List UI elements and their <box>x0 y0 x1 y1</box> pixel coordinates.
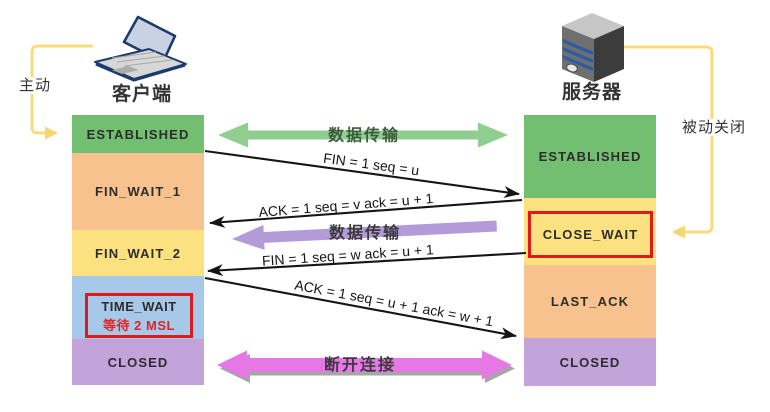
data-transfer-arrow-top: 数据传输 <box>218 122 508 148</box>
time-wait-note: 等待 2 MSL <box>103 317 175 333</box>
close-wait-highlight-frame: CLOSE_WAIT <box>528 211 653 258</box>
ack-1-label: ACK = 1 seq = v ack = u + 1 <box>258 190 434 220</box>
state-label: CLOSED <box>559 354 621 370</box>
laptop-icon <box>94 15 187 82</box>
state-box-last-ack: LAST_ACK <box>524 265 656 338</box>
state-label: ESTABLISHED <box>538 149 642 164</box>
disconnect-arrow: 断开连接 <box>217 350 515 383</box>
client-label: 客户端 <box>111 84 172 105</box>
passive-close-note: 被动关闭 <box>679 119 749 136</box>
fin-1-label: FIN = 1 seq = u <box>322 150 420 179</box>
ack-2-label: ACK = 1 seq = u + 1 ack = w + 1 <box>293 277 495 330</box>
fin-2-label: FIN = 1 seq = w ack = u + 1 <box>262 241 435 268</box>
state-box-fin-wait-1: FIN_WAIT_1 <box>72 153 204 230</box>
disconnect-label: 断开连接 <box>324 355 396 374</box>
state-box-closed-server: CLOSED <box>524 338 656 386</box>
state-box-close-wait: CLOSE_WAIT <box>524 198 656 265</box>
active-close-note: 主动 <box>12 77 58 94</box>
state-box-closed-client: CLOSED <box>72 339 204 385</box>
data-transfer-mid-label: 数据传输 <box>329 223 401 242</box>
fin-2-arrow: FIN = 1 seq = w ack = u + 1 <box>207 241 527 277</box>
data-transfer-top-label: 数据传输 <box>328 126 400 145</box>
state-label: ESTABLISHED <box>86 126 190 142</box>
data-transfer-arrow-mid: 数据传输 <box>232 220 497 250</box>
fin-1-arrow: FIN = 1 seq = u <box>204 150 520 198</box>
state-label: FIN_WAIT_2 <box>94 245 182 261</box>
ack-1-arrow: ACK = 1 seq = v ack = u + 1 <box>209 190 523 228</box>
state-box-established-client: ESTABLISHED <box>72 115 204 153</box>
state-box-established-server: ESTABLISHED <box>524 115 656 198</box>
state-box-fin-wait-2: FIN_WAIT_2 <box>72 230 204 276</box>
state-label: FIN_WAIT_1 <box>94 184 182 199</box>
ack-2-arrow: ACK = 1 seq = u + 1 ack = w + 1 <box>204 277 517 340</box>
state-label: CLOSED <box>107 354 169 370</box>
state-label: TIME_WAIT <box>101 298 177 314</box>
state-label: CLOSE_WAIT <box>542 227 639 242</box>
server-label: 服务器 <box>561 82 622 103</box>
state-box-time-wait: TIME_WAIT 等待 2 MSL <box>72 276 204 339</box>
time-wait-highlight-frame: TIME_WAIT 等待 2 MSL <box>85 293 193 338</box>
server-icon <box>562 13 624 82</box>
state-label: LAST_ACK <box>550 294 630 309</box>
